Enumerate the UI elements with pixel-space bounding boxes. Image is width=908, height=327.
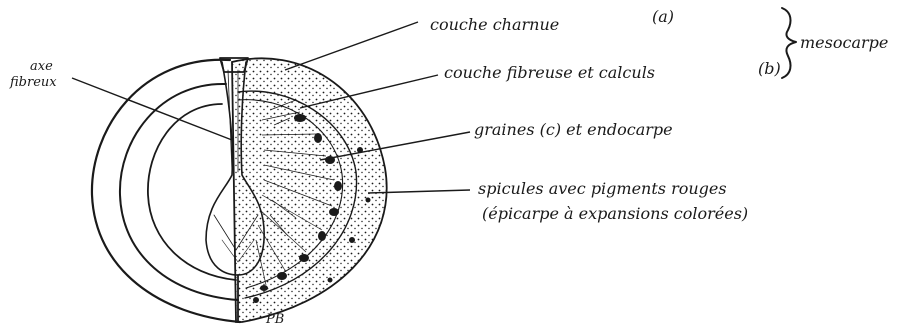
label-axe-line2: fibreux — [9, 75, 57, 90]
label-marker-b: (b) — [758, 59, 781, 78]
label-spicules-line2: (épicarpe à expansions colorées) — [482, 204, 748, 223]
label-mesocarpe: mesocarpe — [800, 33, 888, 52]
section-mesocarp-layer — [232, 58, 387, 322]
fruit-outline-arcs — [92, 60, 240, 322]
diagram-labels: couche charnue (a) couche fibreuse et ca… — [9, 7, 888, 327]
label-axe-line1: axe — [30, 59, 53, 74]
label-couche-charnue: couche charnue — [430, 15, 559, 34]
label-spicules-line1: spicules avec pigments rouges — [478, 179, 727, 198]
label-initials: PB — [265, 312, 284, 327]
mesocarp-brace — [782, 8, 796, 78]
label-marker-a: (a) — [652, 7, 674, 26]
label-graines: graines (c) et endocarpe — [474, 120, 673, 139]
label-couche-fibreuse: couche fibreuse et calculs — [444, 63, 655, 82]
